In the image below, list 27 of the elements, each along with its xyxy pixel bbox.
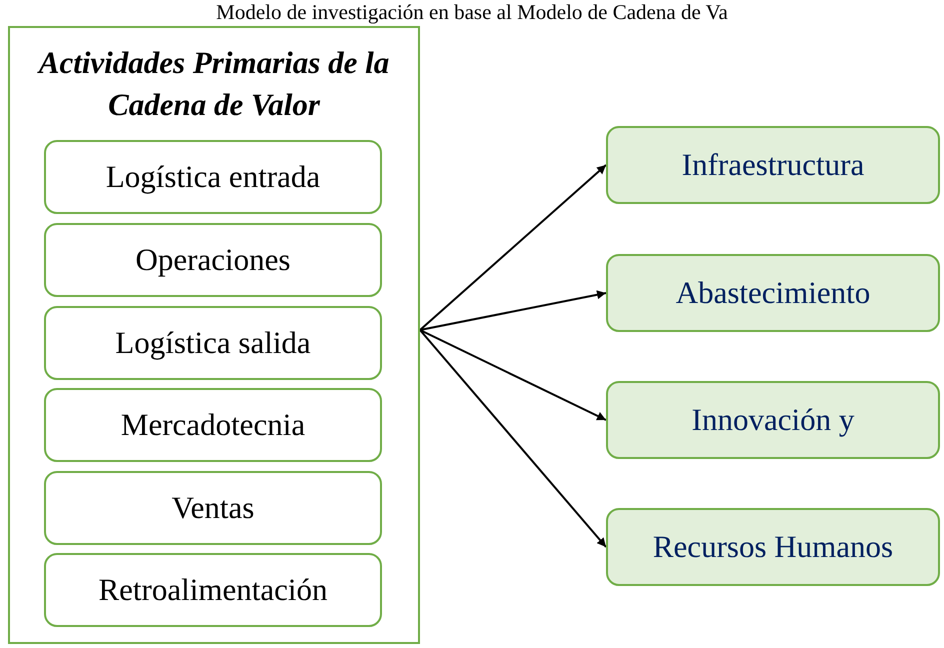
group-frame <box>8 26 420 644</box>
process-box <box>44 471 382 545</box>
process-box <box>44 306 382 380</box>
diagram-title: Modelo de investigación en base al Modelo de Cadena de Va <box>215 0 729 24</box>
arrow <box>419 164 607 331</box>
arrow <box>419 329 607 548</box>
process-box <box>44 553 382 627</box>
arrow <box>420 329 606 421</box>
box-label: Operaciones <box>136 242 290 278</box>
box-label: Recursos Humanos <box>652 529 894 565</box>
box-label: Abastecimiento <box>676 275 870 311</box>
arrow <box>420 290 606 331</box>
process-box <box>44 140 382 214</box>
box-label: Infraestructura <box>682 147 864 183</box>
group-heading: Actividades Primarias de la Cadena de Valor <box>36 44 390 124</box>
box-label: Ventas <box>172 490 254 526</box>
process-box <box>606 126 940 204</box>
process-box <box>606 508 940 586</box>
process-box <box>44 223 382 297</box>
process-box <box>606 254 940 332</box>
box-label: Logística salida <box>115 325 311 361</box>
process-box <box>44 388 382 462</box>
box-label: Retroalimentación <box>98 572 328 608</box>
process-box <box>606 381 940 459</box>
box-label: Mercadotecnia <box>120 407 306 443</box>
box-label: Logística entrada <box>106 159 320 195</box>
box-label: Innovación y <box>692 402 854 438</box>
